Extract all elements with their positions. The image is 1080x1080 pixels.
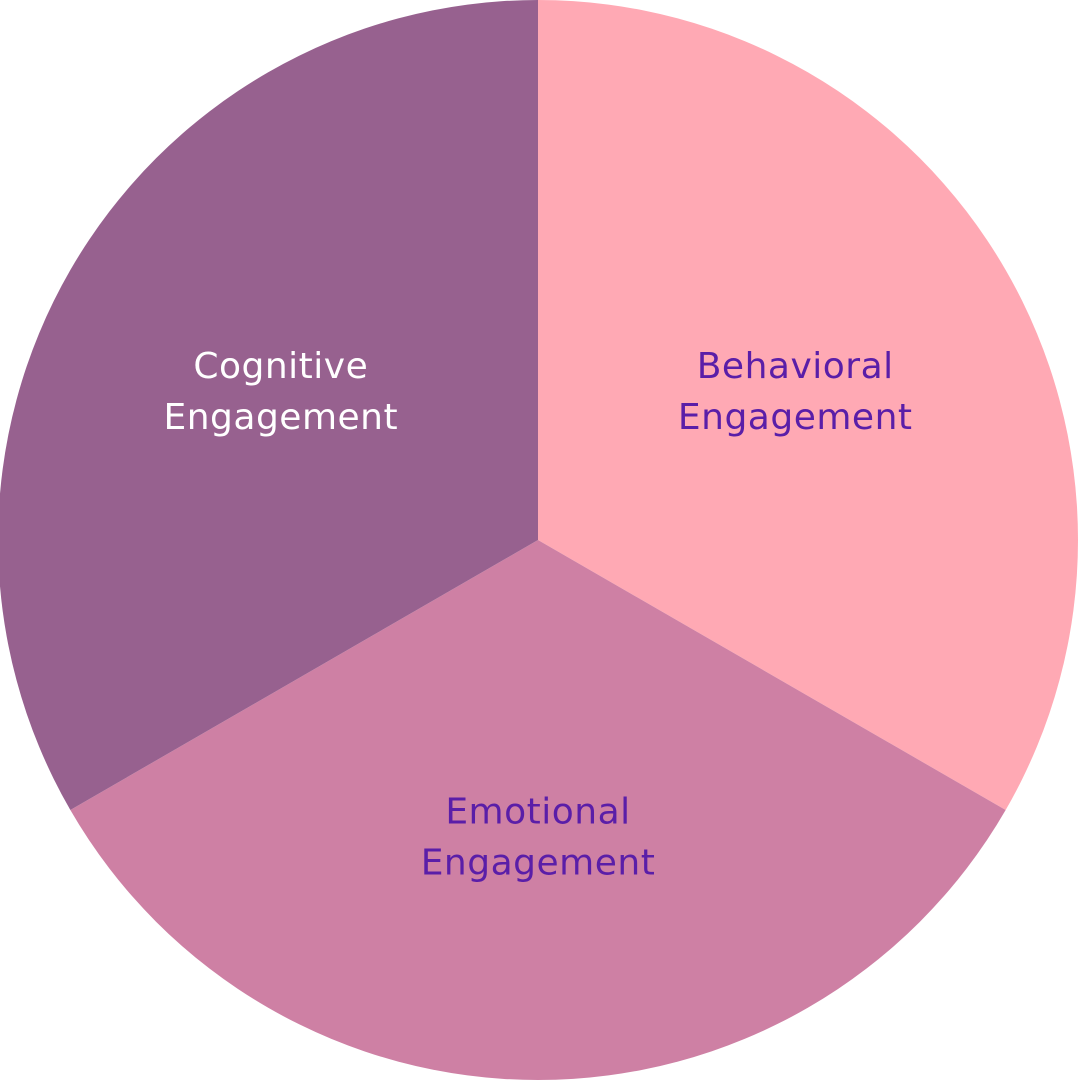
slice-label-emotional-line-2: Engagement [421, 843, 656, 884]
slice-label-cognitive-line-2: Engagement [163, 397, 398, 438]
pie-slice-behavioral [538, 0, 1078, 810]
pie-slice-emotional [70, 540, 1006, 1080]
slice-label-behavioral-line-1: Behavioral [697, 346, 894, 387]
slice-label-behavioral-line-2: Engagement [678, 397, 913, 438]
slice-label-cognitive-line-1: Cognitive [193, 346, 368, 387]
pie-slice-cognitive [0, 0, 538, 810]
slice-label-emotional-line-1: Emotional [445, 792, 630, 833]
